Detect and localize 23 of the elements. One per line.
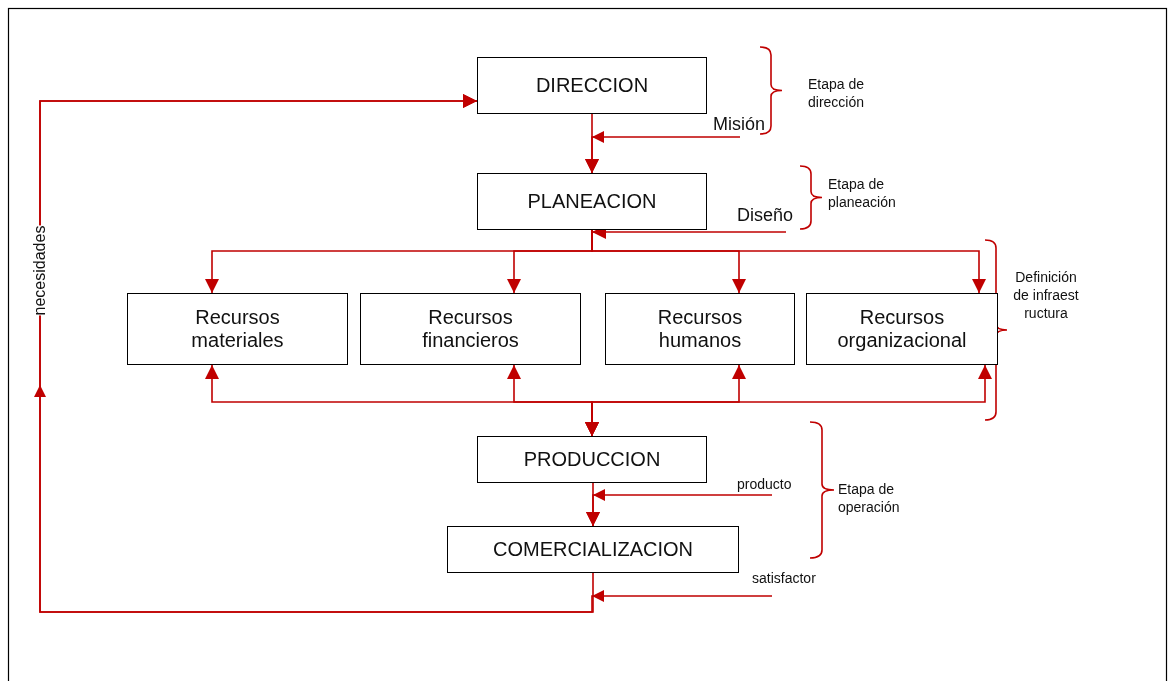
process-box bbox=[127, 293, 348, 365]
process-box bbox=[360, 293, 581, 365]
box-text: Recursos materiales bbox=[190, 306, 285, 352]
edge-label: Misión bbox=[713, 114, 765, 135]
box-text: Recursos organizacional bbox=[836, 306, 968, 352]
stage-label: Definición de infraestructura bbox=[1012, 268, 1080, 322]
box-text: DIRECCION bbox=[534, 74, 650, 97]
edge-label: producto bbox=[737, 476, 792, 493]
process-box bbox=[806, 293, 998, 365]
process-box bbox=[477, 57, 707, 114]
stage-label: Etapa de operación bbox=[838, 480, 901, 516]
process-box bbox=[477, 436, 707, 483]
stage-label: Etapa de dirección bbox=[808, 75, 866, 111]
process-box bbox=[477, 173, 707, 230]
box-text: COMERCIALIZACION bbox=[492, 538, 694, 561]
process-box bbox=[605, 293, 795, 365]
stage-label: Etapa de planeación bbox=[828, 175, 897, 211]
edge-label: Diseño bbox=[737, 205, 794, 226]
box-text: PLANEACION bbox=[526, 190, 658, 213]
box-text: Recursos financieros bbox=[421, 306, 520, 352]
box-text: Recursos humanos bbox=[656, 306, 744, 352]
process-box bbox=[447, 526, 739, 573]
box-text: PRODUCCION bbox=[522, 448, 662, 471]
